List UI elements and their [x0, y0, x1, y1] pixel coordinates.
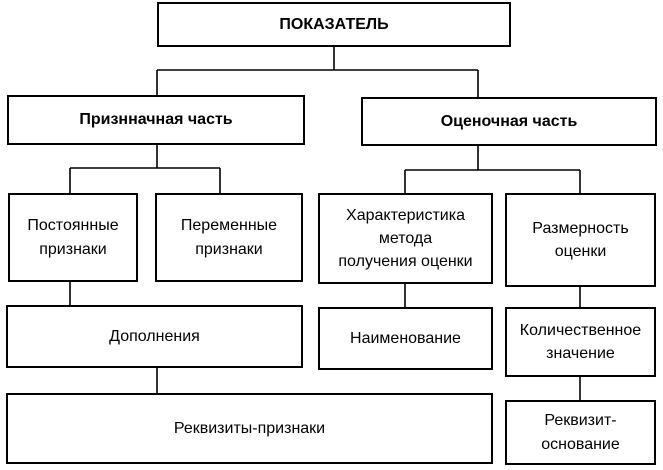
- node-name-label: Наименование: [350, 329, 461, 347]
- node-permanent-features: Постоянные признаки: [8, 193, 138, 282]
- node-left-branch-label: Признначная часть: [79, 111, 233, 129]
- node-right-branch: Оценочная часть: [361, 97, 657, 146]
- node-root: ПОКАЗАТЕЛЬ: [157, 2, 511, 47]
- node-right-branch-label: Оценочная часть: [440, 112, 578, 130]
- node-method-characteristic: Характеристика метода получения оценки: [318, 193, 493, 284]
- node-quantity-value-label: Количественное значение: [519, 321, 642, 362]
- node-permanent-features-label: Постоянные признаки: [27, 217, 119, 258]
- node-variable-features: Переменные признаки: [155, 193, 303, 282]
- node-left-branch: Признначная часть: [7, 95, 305, 145]
- node-requisites-features: Реквизиты-признаки: [6, 393, 493, 464]
- node-dimension-label: Размерность оценки: [532, 219, 629, 260]
- node-requisites-features-label: Реквизиты-признаки: [173, 419, 326, 437]
- node-base-requisite-label: Реквизит- основание: [541, 412, 620, 453]
- node-method-characteristic-label: Характеристика метода получения оценки: [338, 206, 473, 271]
- node-quantity-value: Количественное значение: [505, 307, 656, 377]
- node-variable-features-label: Переменные признаки: [180, 217, 278, 258]
- node-root-label: ПОКАЗАТЕЛЬ: [279, 15, 389, 33]
- node-additions-label: Дополнения: [109, 327, 200, 345]
- node-base-requisite: Реквизит- основание: [505, 400, 656, 465]
- node-name: Наименование: [318, 307, 493, 370]
- node-additions: Дополнения: [6, 305, 303, 368]
- node-dimension: Размерность оценки: [505, 193, 656, 287]
